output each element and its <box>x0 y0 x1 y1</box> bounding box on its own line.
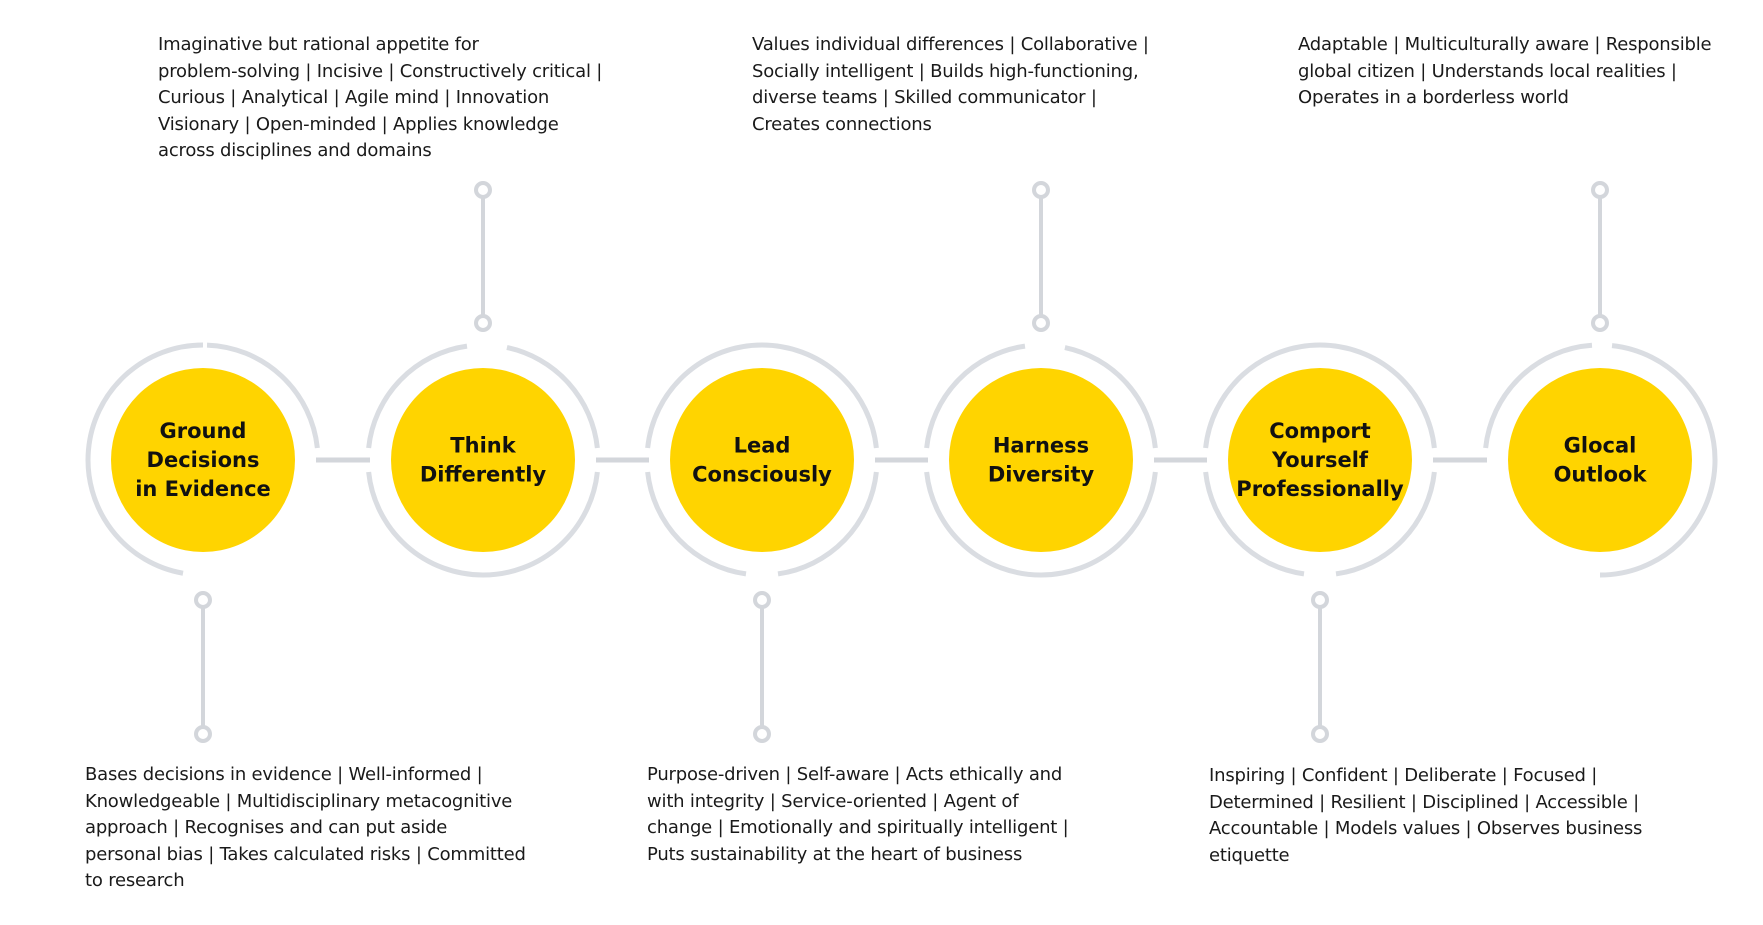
stems-layer <box>194 181 1609 743</box>
glocal-outlook-circle <box>1508 368 1692 552</box>
description-line: Accountable | Models values | Observes b… <box>1209 818 1643 839</box>
think-differently-ring-arc <box>506 345 600 449</box>
ground-decisions-ring-arc <box>206 342 320 449</box>
lead-consciously-title-line: Lead <box>734 434 791 458</box>
stem-terminal-dot <box>1591 314 1609 332</box>
stem-terminal-dot <box>1311 591 1329 609</box>
glocal-outlook-ring-arc <box>1483 342 1593 449</box>
lead-consciously-ring-arc <box>777 471 879 577</box>
comport-yourself-description: Inspiring | Confident | Deliberate | Foc… <box>1209 763 1642 869</box>
description-line: personal bias | Takes calculated risks |… <box>85 843 526 865</box>
description-line: Purpose-driven | Self-aware | Acts ethic… <box>647 764 1063 785</box>
glocal-outlook-description: Adaptable | Multiculturally aware | Resp… <box>1298 32 1712 112</box>
glocal-outlook-title-line: Outlook <box>1554 463 1648 487</box>
description-line: Determined | Resilient | Disciplined | A… <box>1209 791 1639 813</box>
description-line: to research <box>85 870 185 891</box>
description-line: global citizen | Understands local reali… <box>1298 60 1677 82</box>
think-differently-title-line: Differently <box>420 463 547 487</box>
harness-diversity-ring-arc <box>924 343 1026 449</box>
think-differently-circle <box>391 368 575 552</box>
comport-yourself-ring-arc <box>1203 471 1305 577</box>
description-line: Operates in a borderless world <box>1298 87 1569 108</box>
description-line: Bases decisions in evidence | Well-infor… <box>85 764 483 785</box>
comport-yourself-ring-arc <box>1203 342 1437 449</box>
comport-yourself-title-line: Professionally <box>1236 477 1404 501</box>
lead-consciously-ring-arc <box>645 342 879 449</box>
stem-terminal-dot <box>194 591 212 609</box>
rings-layer <box>85 342 1718 578</box>
comport-yourself-circle <box>1228 368 1412 552</box>
description-line: approach | Recognises and can put aside <box>85 817 448 838</box>
ground-decisions-title-line: Ground <box>160 419 247 443</box>
description-line: Creates connections <box>752 113 932 135</box>
ground-decisions-description: Bases decisions in evidence | Well-infor… <box>85 762 526 895</box>
stem-terminal-dot <box>1311 725 1329 743</box>
lead-consciously-title-line: Consciously <box>692 463 832 487</box>
ground-decisions-ring-arc <box>85 342 204 576</box>
comport-yourself-title-line: Comport <box>1269 419 1371 443</box>
lead-consciously-description: Purpose-driven | Self-aware | Acts ethic… <box>647 762 1069 868</box>
stem-terminal-dot <box>753 591 771 609</box>
description-line: change | Emotionally and spiritually int… <box>647 817 1069 838</box>
description-line: problem-solving | Incisive | Constructiv… <box>158 60 603 82</box>
think-differently-ring-arc <box>366 343 468 449</box>
comport-yourself-title-line: Yourself <box>1271 448 1369 472</box>
description-line: diverse teams | Skilled communicator | <box>752 87 1097 108</box>
description-line: Visionary | Open-minded | Applies knowle… <box>158 113 559 135</box>
stem-terminal-dot <box>1032 181 1050 199</box>
harness-diversity-title-line: Diversity <box>988 463 1095 487</box>
harness-diversity-description: Values individual differences | Collabor… <box>752 32 1149 138</box>
comport-yourself-ring-arc <box>1335 471 1437 577</box>
think-differently-title-line: Think <box>450 434 516 458</box>
harness-diversity-ring-arc <box>1064 345 1158 449</box>
harness-diversity-ring-arc <box>924 471 1158 578</box>
description-line: Values individual differences | Collabor… <box>752 34 1149 55</box>
stem-terminal-dot <box>753 725 771 743</box>
description-line: Adaptable | Multiculturally aware | Resp… <box>1298 34 1712 55</box>
description-line: Curious | Analytical | Agile mind | Inno… <box>158 87 550 108</box>
description-line: with integrity | Service-oriented | Agen… <box>647 790 1019 812</box>
glocal-outlook-title-line: Glocal <box>1564 434 1637 458</box>
think-differently-description: Imaginative but rational appetite for pr… <box>158 32 602 165</box>
lead-consciously-ring-arc <box>645 471 747 577</box>
description-line: across disciplines and domains <box>158 140 432 161</box>
description-line: etiquette <box>1209 844 1290 866</box>
ground-decisions-title-line: Decisions <box>147 448 260 472</box>
stem-terminal-dot <box>474 314 492 332</box>
stem-terminal-dot <box>474 181 492 199</box>
ground-decisions-circle <box>111 368 295 552</box>
description-line: Puts sustainability at the heart of busi… <box>647 843 1023 865</box>
stem-terminal-dot <box>1591 181 1609 199</box>
description-line: Knowledgeable | Multidisciplinary metaco… <box>85 790 513 812</box>
stem-terminal-dot <box>194 725 212 743</box>
stem-terminal-dot <box>1032 314 1050 332</box>
description-line: Socially intelligent | Builds high-funct… <box>752 60 1139 82</box>
description-line: Imaginative but rational appetite for <box>158 34 479 55</box>
glocal-outlook-ring-arc <box>1599 343 1718 578</box>
ground-decisions-title-line: in Evidence <box>135 477 271 501</box>
lead-consciously-circle <box>670 368 854 552</box>
think-differently-ring-arc <box>366 471 600 578</box>
harness-diversity-title-line: Harness <box>993 434 1089 458</box>
harness-diversity-circle <box>949 368 1133 552</box>
description-line: Inspiring | Confident | Deliberate | Foc… <box>1209 765 1598 786</box>
